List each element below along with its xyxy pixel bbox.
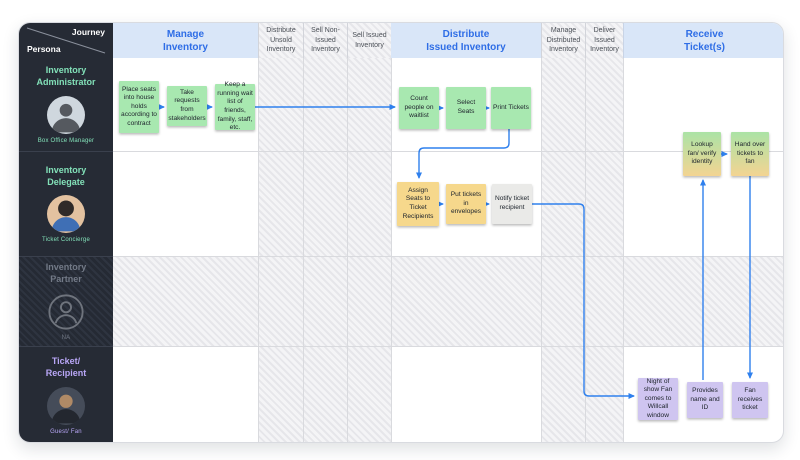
disabled-phase-band-left	[258, 58, 391, 442]
sticky-note[interactable]: Keep a running wait list of friends, fam…	[215, 81, 255, 131]
column-header-receive-tickets: Receive Ticket(s)	[623, 23, 783, 58]
persona-title: Inventory Delegate	[45, 164, 87, 187]
sticky-note[interactable]: Select Seats	[446, 87, 486, 129]
gridline	[585, 58, 586, 442]
persona-subtitle: Guest/ Fan	[50, 428, 82, 435]
persona-subtitle: NA	[61, 334, 71, 341]
sticky-note[interactable]: Hand over tickets to fan	[731, 132, 769, 176]
gridline	[541, 58, 542, 442]
gridline	[391, 58, 392, 442]
persona-outline-icon	[47, 293, 85, 331]
persona-ticket-recipient: Ticket/ Recipient Guest/ Fan	[19, 346, 113, 442]
sticky-note[interactable]: Provides name and ID	[687, 382, 723, 418]
corner-diagonal-line	[26, 27, 106, 54]
persona-inventory-administrator: Inventory Administrator Box Office Manag…	[19, 58, 113, 151]
sticky-note[interactable]: Count people on waitlist	[399, 87, 439, 129]
journey-map-card: Journey Persona Manage Inventory Distrib…	[18, 22, 784, 443]
column-header-sell-issued: Sell Issued Inventory	[347, 23, 391, 58]
disabled-persona-row-band	[113, 256, 783, 346]
persona-title: Inventory Partner	[45, 262, 87, 284]
sticky-note[interactable]: Place seats into house holds according t…	[119, 81, 159, 133]
sticky-note[interactable]: Night of show Fan comes to Willcall wind…	[638, 378, 678, 420]
column-header-deliver-issued: Deliver Issued Inventory	[585, 23, 623, 58]
sticky-note[interactable]: Lookup fan/ verify identity	[683, 132, 721, 176]
persona-inventory-partner: Inventory Partner NA	[19, 256, 113, 346]
disabled-phase-band-right	[541, 58, 623, 442]
gridline	[347, 58, 348, 442]
persona-avatar	[47, 195, 85, 234]
sticky-note[interactable]: Fan receives ticket	[732, 382, 768, 418]
gridline	[258, 58, 259, 442]
corner-journey-label: Journey	[71, 27, 105, 37]
persona-inventory-delegate: Inventory Delegate Ticket Concierge	[19, 151, 113, 256]
gridline	[113, 346, 783, 347]
gridline	[623, 58, 624, 442]
column-header-manage-inventory: Manage Inventory	[113, 23, 258, 58]
column-header-manage-distributed: Manage Distributed Inventory	[541, 23, 585, 58]
gridline	[303, 58, 304, 442]
persona-panel: Inventory Administrator Box Office Manag…	[19, 58, 113, 442]
persona-title: Ticket/ Recipient	[45, 356, 87, 378]
persona-avatar	[47, 95, 85, 134]
column-header-sell-non-issued: Sell Non- Issued Inventory	[303, 23, 347, 58]
corner-persona-label: Persona	[27, 44, 61, 54]
column-header-distribute-issued: Distribute Issued Inventory	[391, 23, 541, 58]
persona-title: Inventory Administrator	[36, 65, 96, 87]
sticky-note[interactable]: Assign Seats to Ticket Recipients	[397, 182, 439, 226]
persona-subtitle: Ticket Concierge	[42, 237, 90, 244]
sticky-note[interactable]: Print Tickets	[491, 87, 531, 129]
persona-avatar	[47, 386, 85, 425]
sticky-note[interactable]: Notify ticket recipient	[492, 184, 532, 224]
column-header-distribute-unsold: Distribute Unsold Inventory	[258, 23, 303, 58]
gridline	[113, 256, 783, 257]
persona-subtitle: Box Office Manager	[37, 137, 95, 144]
sticky-note[interactable]: Put tickets in envelopes	[446, 184, 486, 224]
sticky-note[interactable]: Take requests from stakeholders	[167, 86, 207, 126]
matrix-corner: Journey Persona	[19, 23, 113, 58]
